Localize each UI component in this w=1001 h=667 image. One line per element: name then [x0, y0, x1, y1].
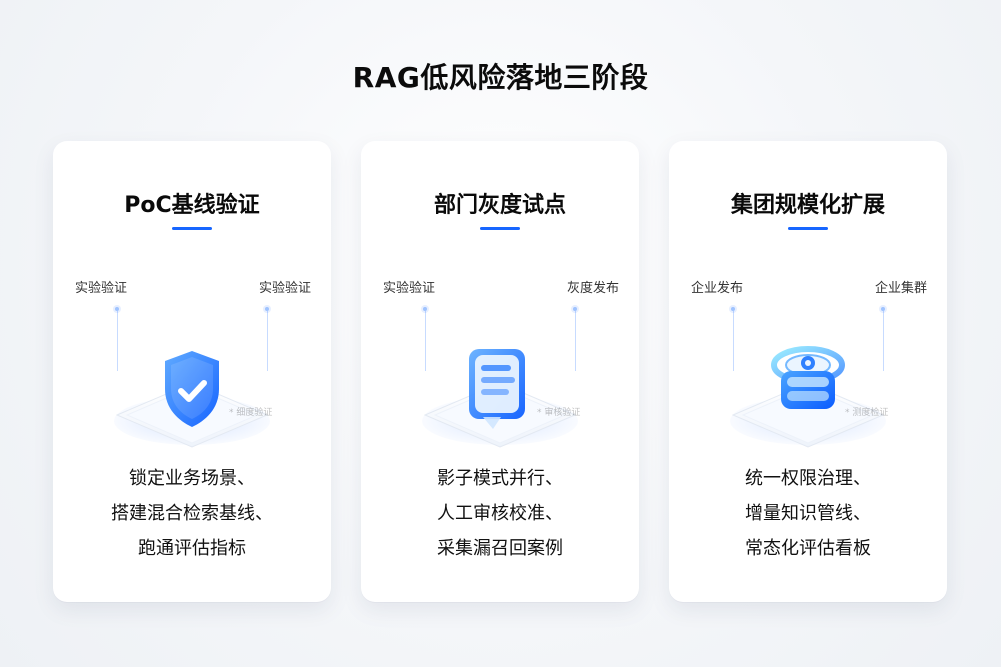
stage-right-label: 灰度发布: [566, 281, 619, 296]
stage-left-label: 企业发布: [691, 281, 744, 296]
platform-svg: [730, 346, 886, 448]
stage-title-underline: [172, 227, 212, 230]
stage-right-label: 企业集群: [874, 281, 927, 296]
stage-bullet: 增量知识管线、: [745, 503, 871, 524]
right-pin-line: [575, 311, 576, 371]
isometric-platform: [107, 331, 277, 451]
stage-bullet: 跑通评估指标: [138, 538, 246, 559]
document-icon: [469, 349, 525, 429]
stage-title-underline: [480, 227, 520, 230]
stage-title: PoC基线验证: [124, 193, 260, 218]
left-pin-line: [733, 311, 734, 371]
right-pin-dot: [573, 307, 577, 311]
stage-bullet: 影子模式并行、: [437, 468, 563, 489]
stage-bullets: 影子模式并行、 人工审核校准、 采集漏召回案例: [361, 461, 639, 566]
shield-check-icon: [165, 351, 219, 427]
isometric-platform: [723, 331, 893, 451]
tiny-platform-label: * 细度验证: [229, 408, 273, 418]
page-title: RAG低风险落地三阶段: [352, 61, 649, 94]
stage-bullet: 统一权限治理、: [745, 468, 871, 489]
stage-card-1: PoC基线验证 实验验证 实验验证: [53, 141, 331, 602]
platform-svg: [422, 349, 578, 448]
stage-bullet: 搭建混合检索基线、: [111, 503, 273, 524]
stage-left-label: 实验验证: [75, 281, 128, 296]
right-pin-dot: [265, 307, 269, 311]
isometric-platform: [415, 331, 585, 451]
right-pin-dot: [881, 307, 885, 311]
platform-svg: [114, 351, 270, 448]
left-pin-line: [117, 311, 118, 371]
left-pin-dot: [115, 307, 119, 311]
stage-title: 集团规模化扩展: [730, 193, 885, 218]
stage-left-label: 实验验证: [383, 281, 436, 296]
stage-bullets: 锁定业务场景、 搭建混合检索基线、 跑通评估指标: [53, 461, 331, 566]
stage-title: 部门灰度试点: [433, 193, 566, 218]
tiny-platform-label: * 审核验证: [537, 408, 581, 418]
database-cluster-icon: [771, 346, 845, 409]
stage-bullet: 人工审核校准、: [437, 503, 563, 524]
stage-bullets: 统一权限治理、 增量知识管线、 常态化评估看板: [669, 461, 947, 566]
stage-title-underline: [788, 227, 828, 230]
stage-right-label: 实验验证: [258, 281, 311, 296]
stage-bullet: 常态化评估看板: [745, 538, 871, 559]
right-pin-line: [267, 311, 268, 371]
stage-card-2: 部门灰度试点 实验验证 灰度发布: [361, 141, 639, 602]
left-pin-line: [425, 311, 426, 371]
stage-card-3: 集团规模化扩展 企业发布 企业集群: [669, 141, 947, 602]
right-pin-line: [883, 311, 884, 371]
tiny-platform-label: * 测度检证: [845, 408, 889, 418]
left-pin-dot: [731, 307, 735, 311]
left-pin-dot: [423, 307, 427, 311]
stage-bullet: 采集漏召回案例: [437, 538, 563, 559]
stage-bullet: 锁定业务场景、: [129, 468, 255, 489]
